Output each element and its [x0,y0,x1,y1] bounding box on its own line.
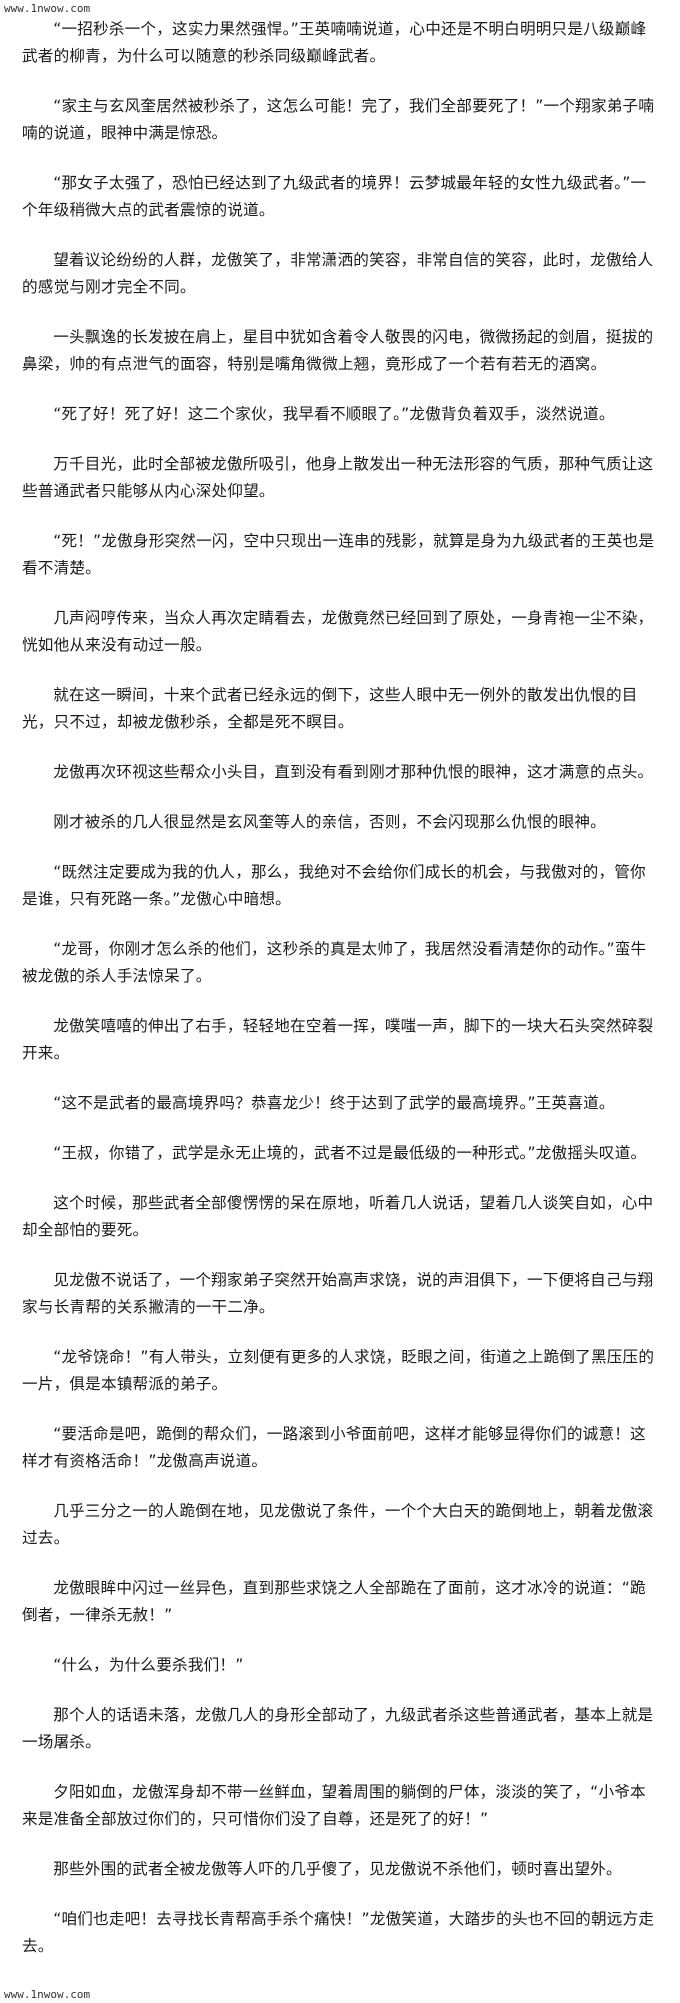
paragraph: “龙爷饶命！”有人带头，立刻便有更多的人求饶，眨眼之间，街道之上跪倒了黑压压的一… [22,1348,655,1393]
paragraph: “什么，为什么要杀我们！” [53,1656,244,1674]
paragraph: “一招秒杀一个，这实力果然强悍。”王英喃喃说道，心中还是不明白明明只是八级巅峰武… [22,20,647,65]
site-url-top: www.1nwow.com [4,2,91,15]
paragraph: 几乎三分之一的人跪倒在地，见龙傲说了条件，一个个大白天的跪倒地上，朝着龙傲滚过去… [22,1502,654,1547]
paragraph: “既然注定要成为我的仇人，那么，我绝对不会给你们成长的机会，与我傲对的，管你是谁… [22,863,646,908]
paragraph: “死！”龙傲身形突然一闪，空中只现出一连串的残影，就算是身为九级武者的王英也是看… [22,532,655,577]
paragraph: “死了好！死了好！这二个家伙，我早看不顺眼了。”龙傲背负着双手，淡然说道。 [53,405,615,423]
paragraph: 那个人的话语未落，龙傲几人的身形全部动了，九级武者杀这些普通武者，基本上就是一场… [22,1706,654,1751]
paragraph: 就在这一瞬间，十来个武者已经永远的倒下，这些人眼中无一例外的散发出仇恨的目光，只… [22,686,638,731]
paragraph: “王叔，你错了，武学是永无止境的，武者不过是最低级的一种形式。”龙傲摇头叹道。 [53,1144,647,1162]
paragraph: 龙傲眼眸中闪过一丝异色，直到那些求饶之人全部跪在了面前，这才冰冷的说道：“跪倒者… [22,1579,646,1624]
paragraph: 见龙傲不说话了，一个翔家弟子突然开始高声求饶，说的声泪俱下，一下便将自己与翔家与… [22,1271,654,1316]
paragraph: 刚才被杀的几人很显然是玄风奎等人的亲信，否则，不会闪现那么仇恨的眼神。 [53,813,606,831]
paragraph: “要活命是吧，跪倒的帮众们，一路滚到小爷面前吧，这样才能够显得你们的诚意！这样才… [22,1425,646,1470]
paragraph: 夕阳如血，龙傲浑身却不带一丝鲜血，望着周围的躺倒的尸体，淡淡的笑了，“小爷本来是… [22,1783,646,1828]
paragraph: 龙傲再次环视这些帮众小头目，直到没有看到刚才那种仇恨的眼神，这才满意的点头。 [53,763,654,781]
paragraph: 望着议论纷纷的人群，龙傲笑了，非常潇洒的笑容，非常自信的笑容，此时，龙傲给人的感… [22,251,654,296]
paragraph: 一头飘逸的长发披在肩上，星目中犹如含着令人敬畏的闪电，微微扬起的剑眉，挺拔的鼻梁… [22,328,654,373]
paragraph: “咱们也走吧！去寻找长青帮高手杀个痛快！”龙傲笑道，大踏步的头也不回的朝远方走去… [22,1910,655,1955]
paragraph: 龙傲笑嘻嘻的伸出了右手，轻轻地在空着一挥，噗嗤一声，脚下的一块大石头突然碎裂开来… [22,1017,654,1062]
paragraph: 这个时候，那些武者全部傻愣愣的呆在原地，听着几人说话，望着几人谈笑自如，心中却全… [22,1194,654,1239]
paragraph: 万千目光，此时全部被龙傲所吸引，他身上散发出一种无法形容的气质，那种气质让这些普… [22,455,654,500]
article-body: “一招秒杀一个，这实力果然强悍。”王英喃喃说道，心中还是不明白明明只是八级巅峰武… [22,16,658,1983]
paragraph: 那些外围的武者全被龙傲等人吓的几乎傻了，见龙傲说不杀他们，顿时喜出望外。 [53,1860,622,1878]
paragraph: “龙哥，你刚才怎么杀的他们，这秒杀的真是太帅了，我居然没看清楚你的动作。”蛮牛被… [22,940,647,985]
site-url-bottom: www.1nwow.com [4,1988,91,2001]
paragraph: “这不是武者的最高境界吗？恭喜龙少！终于达到了武学的最高境界。”王英喜道。 [53,1094,615,1112]
paragraph: 几声闷哼传来，当众人再次定睛看去，龙傲竟然已经回到了原处，一身青袍一尘不染，恍如… [22,609,654,654]
paragraph: “那女子太强了，恐怕已经达到了九级武者的境界！云梦城最年轻的女性九级武者。”一个… [22,174,647,219]
paragraph: “家主与玄风奎居然被秒杀了，这怎么可能！完了，我们全部要死了！”一个翔家弟子喃喃… [22,97,655,142]
